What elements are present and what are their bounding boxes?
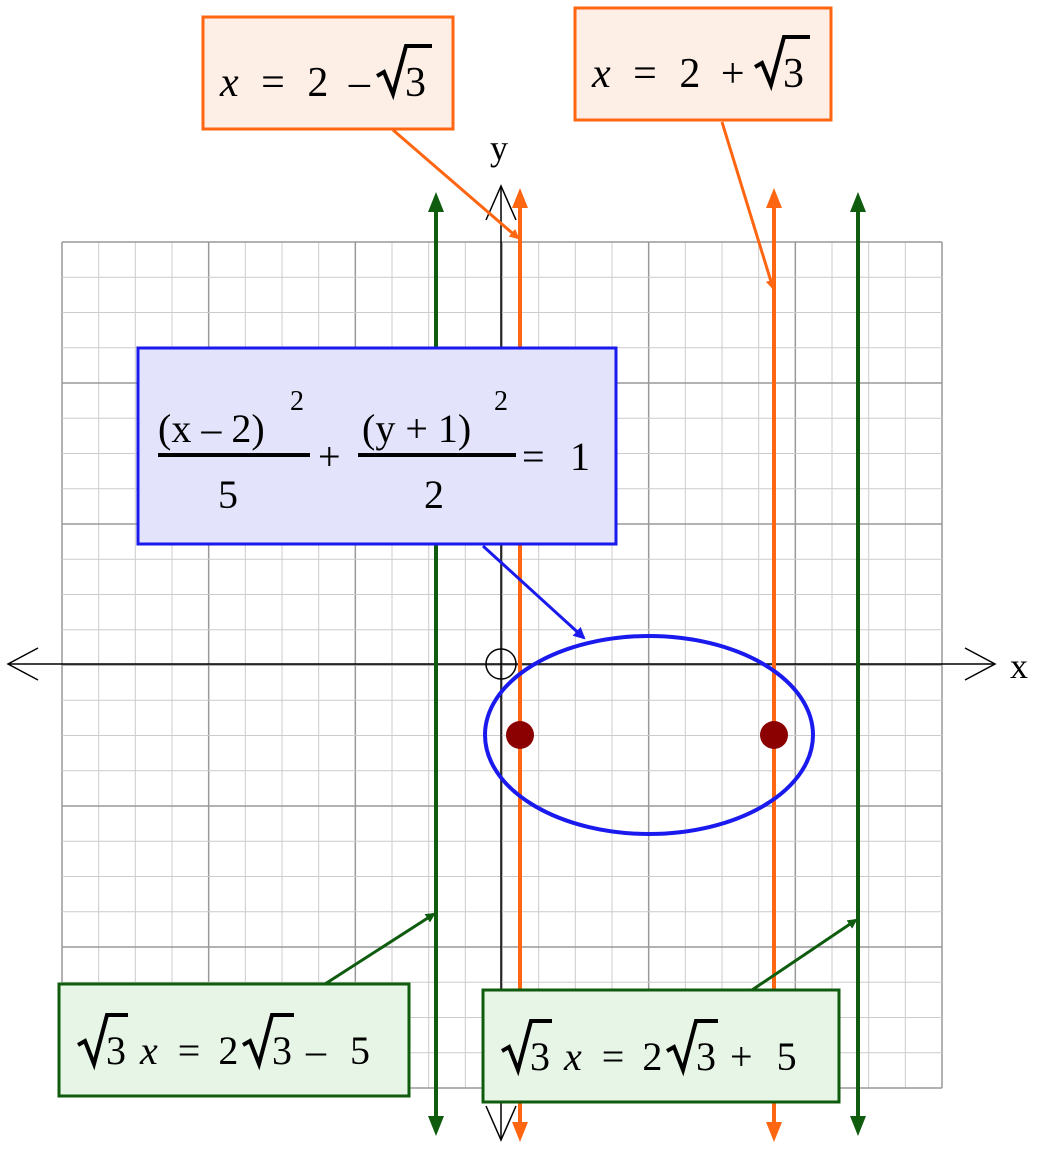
svg-text:3: 3 (783, 51, 804, 97)
pointer-focal-left (392, 128, 520, 240)
svg-text:x = 2: x = 2 (139, 1028, 238, 1073)
svg-text:x = 2 +: x = 2 + (591, 51, 745, 97)
ellipse-curve (483, 634, 815, 836)
pointer-directrix-left (324, 912, 436, 986)
svg-text:3: 3 (405, 60, 426, 106)
svg-text:1: 1 (570, 434, 590, 479)
label-focal-right: x = 2 + 3 (573, 6, 833, 122)
denominator-2: 2 (424, 472, 444, 517)
svg-text:+: + (318, 434, 341, 479)
sqrt-symbol (77, 1013, 128, 1071)
svg-text:x = 2: x = 2 (563, 1034, 662, 1079)
numerator-1: (x – 2) (158, 406, 265, 451)
label-focal-left: x = 2 – 3 (201, 15, 455, 131)
x-axis-label: x (1010, 646, 1028, 686)
svg-text:3 + 5: 3 + 5 (696, 1034, 797, 1079)
svg-text:=: = (522, 434, 545, 479)
svg-text:3: 3 (530, 1034, 550, 1079)
svg-text:2: 2 (290, 386, 304, 417)
pointer-focal-right (720, 121, 776, 290)
sqrt-symbol (666, 1019, 718, 1077)
svg-text:3 – 5: 3 – 5 (272, 1028, 370, 1073)
label-ellipse-equation: (x – 2) 2 5 + (y + 1) 2 2 = 1 (136, 346, 618, 546)
origin-circle (485, 648, 517, 680)
sqrt-symbol (501, 1019, 552, 1077)
label-directrix-left: 3 x = 2 3 – 5 (57, 982, 411, 1098)
y-axis-label: y (490, 128, 508, 168)
focus-point-right (760, 721, 788, 749)
pointer-directrix-right (751, 918, 858, 992)
svg-text:3: 3 (106, 1028, 126, 1073)
sqrt-symbol (376, 44, 432, 101)
directrix-line-right (850, 192, 866, 1136)
label-directrix-right: 3 x = 2 3 + 5 (481, 988, 841, 1104)
sqrt-symbol (242, 1013, 294, 1071)
svg-text:2: 2 (494, 386, 508, 417)
denominator-1: 5 (218, 472, 238, 517)
numerator-2: (y + 1) (362, 406, 471, 451)
focal-line-right (766, 188, 782, 1142)
svg-text:x = 2 –: x = 2 – (219, 60, 371, 106)
pointer-ellipse (481, 544, 586, 640)
sqrt-symbol (754, 35, 810, 92)
focus-point-left (506, 721, 534, 749)
y-axis: y (485, 128, 517, 1142)
